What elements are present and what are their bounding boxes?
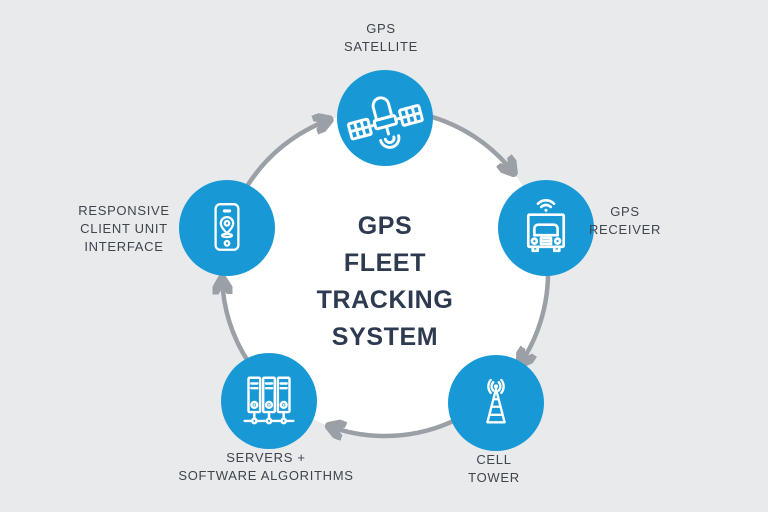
arrow-receiver-to-tower bbox=[520, 259, 551, 365]
smartphone-location-icon bbox=[214, 203, 240, 251]
arrow-servers-to-client bbox=[222, 279, 251, 365]
title-line: TRACKING bbox=[316, 286, 454, 314]
label-cell-tower: CELL TOWER bbox=[468, 451, 520, 487]
label-gps-satellite: GPS SATELLITE bbox=[344, 20, 418, 56]
node-gps-satellite bbox=[337, 70, 433, 166]
node-gps-receiver bbox=[498, 180, 594, 276]
label-line: INTERFACE bbox=[84, 239, 164, 254]
node-servers-software bbox=[221, 353, 317, 449]
label-line: GPS bbox=[366, 21, 396, 36]
title-line: FLEET bbox=[343, 249, 427, 277]
label-line: SOFTWARE ALGORITHMS bbox=[178, 468, 354, 483]
tracked-truck-icon bbox=[526, 199, 566, 253]
node-responsive-client bbox=[179, 180, 275, 276]
label-line: RESPONSIVE bbox=[78, 203, 170, 218]
arrow-client-to-satellite bbox=[244, 120, 329, 189]
arrow-satellite-to-receiver bbox=[422, 112, 513, 173]
label-line: TOWER bbox=[468, 470, 520, 485]
label-line: SERVERS + bbox=[226, 450, 306, 465]
label-line: SATELLITE bbox=[344, 39, 418, 54]
label-servers-software: SERVERS + SOFTWARE ALGORITHMS bbox=[178, 449, 353, 485]
satellite-icon bbox=[347, 96, 424, 149]
label-line: CELL bbox=[476, 452, 512, 467]
label-responsive-client: RESPONSIVE CLIENT UNIT INTERFACE bbox=[78, 202, 170, 256]
diagram-title: GPS FLEET TRACKING SYSTEM bbox=[317, 208, 454, 356]
label-line: RECEIVER bbox=[588, 222, 662, 237]
title-line: GPS bbox=[357, 212, 413, 240]
label-line: CLIENT UNIT bbox=[80, 221, 168, 236]
title-line: SYSTEM bbox=[331, 323, 439, 351]
label-gps-receiver: GPS RECEIVER bbox=[589, 203, 661, 239]
label-line: GPS bbox=[610, 204, 640, 219]
arrow-tower-to-servers bbox=[329, 417, 459, 437]
node-cell-tower bbox=[448, 355, 544, 451]
cell-tower-icon bbox=[486, 378, 506, 424]
server-rack-icon bbox=[243, 376, 295, 425]
